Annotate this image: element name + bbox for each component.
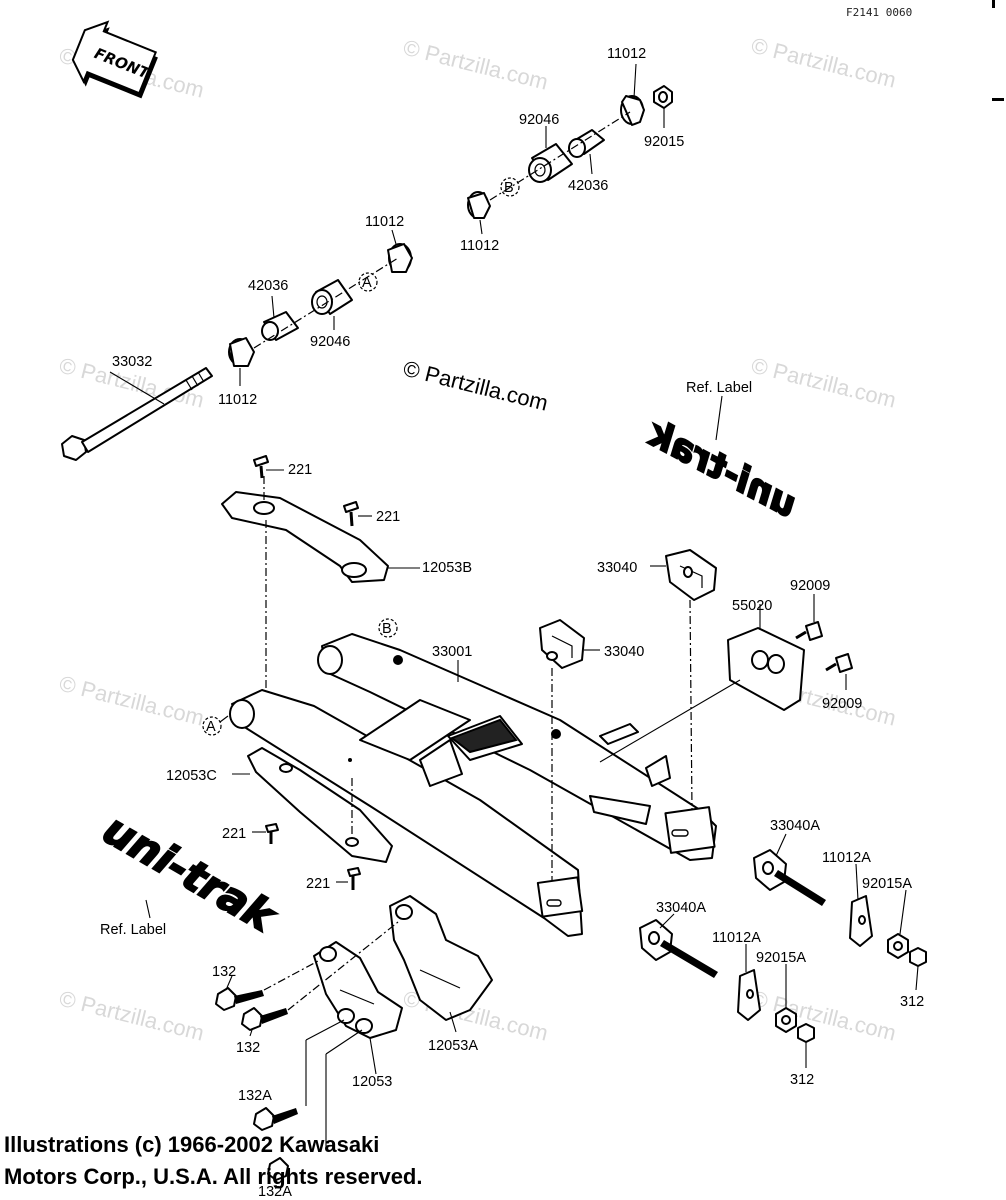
- part-label-132a: 132A: [258, 1184, 292, 1200]
- decal-upper: uni-trak: [639, 412, 805, 527]
- part-label-33040: 33040: [604, 644, 644, 660]
- figure-code: F2141 0060: [846, 6, 912, 19]
- part-label-92015a: 92015A: [756, 950, 806, 966]
- part-label-221: 221: [222, 826, 246, 842]
- part-label-221: 221: [376, 509, 400, 525]
- pivot-set-b: B: [467, 85, 673, 219]
- part-label-33040a: 33040A: [770, 818, 820, 834]
- adjuster-set-left: [639, 919, 815, 1043]
- pivot-set-a: A: [228, 243, 413, 367]
- copyright: Illustrations (c) 1966-2002 Kawasaki Mot…: [4, 1132, 422, 1189]
- edge-mark: [992, 0, 995, 8]
- screw-221-lower-a: [265, 823, 279, 844]
- part-label-312: 312: [790, 1072, 814, 1088]
- bolt-132a-b: [267, 1029, 363, 1181]
- watermark: © Partzilla.com: [57, 986, 207, 1046]
- part-label-55020: 55020: [732, 598, 772, 614]
- part-label-33001: 33001: [432, 644, 472, 660]
- part-label-12053a: 12053A: [428, 1038, 478, 1054]
- watermark: © Partzilla.com: [749, 353, 899, 413]
- part-label-33040: 33040: [597, 560, 637, 576]
- part-label-42036: 42036: [248, 278, 288, 294]
- plate-55020: [599, 621, 853, 763]
- part-label-33040a: 33040A: [656, 900, 706, 916]
- bolt-132-a: [215, 959, 321, 1011]
- adjuster-block-lower: [539, 619, 585, 880]
- part-label-92015a: 92015A: [862, 876, 912, 892]
- pivot-bolt: [61, 367, 213, 461]
- part-label-12053c: 12053C: [166, 768, 217, 784]
- watermark: © Partzilla.com: [749, 986, 899, 1046]
- part-label-132a: 132A: [238, 1088, 272, 1104]
- ref-label-upper: Ref. Label: [686, 380, 752, 396]
- part-label-11012: 11012: [365, 214, 404, 230]
- part-label-11012: 11012: [607, 46, 646, 62]
- part-label-221: 221: [306, 876, 330, 892]
- part-label-11012a: 11012A: [822, 850, 871, 866]
- copyright-line-2: Motors Corp., U.S.A. All rights reserved…: [4, 1164, 422, 1189]
- swingarm: B A: [202, 618, 717, 937]
- chain-guide-lower: [247, 747, 393, 863]
- screw-221-top: [253, 455, 269, 479]
- part-label-11012: 11012: [460, 238, 499, 254]
- part-label-92015: 92015: [644, 134, 684, 150]
- edge-mark: [992, 98, 1004, 101]
- part-label-312: 312: [900, 994, 924, 1010]
- watermark: © Partzilla.com: [57, 671, 207, 731]
- part-label-42036: 42036: [568, 178, 608, 194]
- copyright-line-1: Illustrations (c) 1966-2002 Kawasaki: [4, 1132, 379, 1157]
- part-label-11012a: 11012A: [712, 930, 761, 946]
- part-labels: 11012 92015 92046 42036 11012 11012 4203…: [100, 46, 924, 1200]
- chain-guard: [313, 895, 493, 1039]
- front-arrow: FRONT: [71, 20, 158, 99]
- letter-a: A: [362, 275, 372, 291]
- watermark-center: © Partzilla.com: [401, 356, 551, 416]
- part-label-92046: 92046: [310, 334, 350, 350]
- bolt-132-b: [241, 921, 399, 1031]
- part-label-92009: 92009: [790, 578, 830, 594]
- leader-lines: [225, 63, 919, 1075]
- part-label-132: 132: [236, 1040, 260, 1056]
- chain-guide-top: [221, 476, 389, 690]
- part-label-221: 221: [288, 462, 312, 478]
- part-label-33032: 33032: [112, 354, 152, 370]
- watermark: © Partzilla.com: [401, 35, 551, 95]
- part-label-12053: 12053: [352, 1074, 392, 1090]
- screw-221-mid: [343, 501, 359, 527]
- watermark: © Partzilla.com: [749, 33, 899, 93]
- adjuster-set-right: [753, 849, 927, 967]
- part-label-12053b: 12053B: [422, 560, 472, 576]
- letter-b: B: [382, 621, 392, 637]
- ref-label-lower: Ref. Label: [100, 922, 166, 938]
- bolt-132a-a: [253, 1019, 345, 1131]
- part-label-11012: 11012: [218, 392, 257, 408]
- part-label-92009: 92009: [822, 696, 862, 712]
- part-label-132: 132: [212, 964, 236, 980]
- letter-a: A: [206, 719, 216, 735]
- decal-text: uni-trak: [640, 413, 804, 526]
- adjuster-block-upper: [665, 549, 717, 811]
- part-label-92046: 92046: [519, 112, 559, 128]
- screw-221-lower-b: [347, 867, 361, 890]
